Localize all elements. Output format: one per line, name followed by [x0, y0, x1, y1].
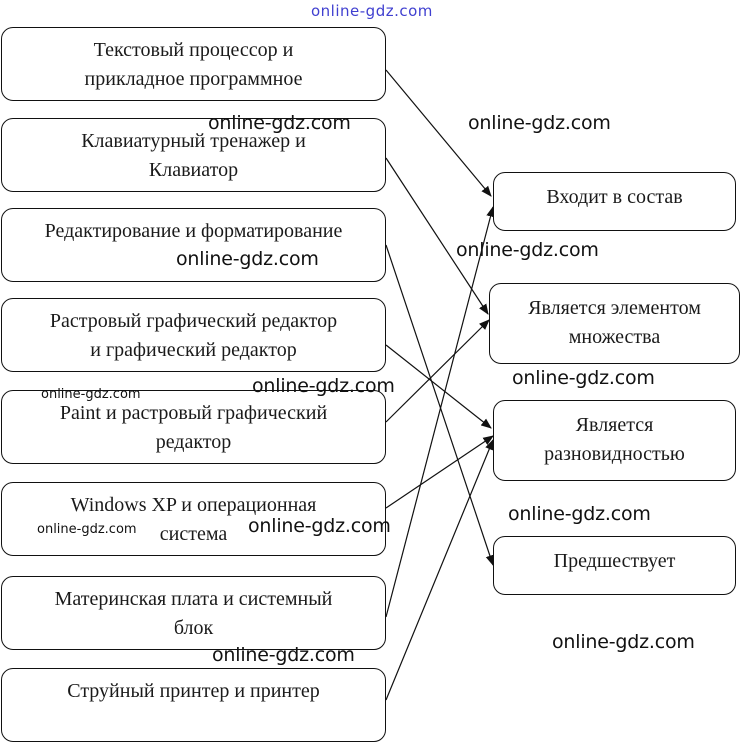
watermark: online-gdz.com	[468, 112, 611, 134]
item-line: Растровый графический редактор	[49, 310, 338, 332]
item-line: Windows XP и операционная	[70, 494, 317, 516]
watermark: online-gdz.com	[512, 367, 655, 389]
item-line: система	[159, 523, 228, 545]
item-line: Клавиатурный тренажер и	[81, 130, 306, 152]
item-line: Paint и растровый графический	[59, 402, 328, 424]
watermark: online-gdz.com	[252, 375, 395, 397]
item-line: прикладное программное	[84, 68, 303, 90]
item-line: Редактирование и форматирование	[44, 220, 343, 242]
left-item-editing-formatting: Редактирование и форматирование	[1, 208, 386, 282]
item-line: множества	[568, 326, 661, 348]
left-item-motherboard: Материнская плата и системный блок	[1, 576, 386, 650]
left-item-text-processor: Текстовый процессор и прикладное программ…	[1, 27, 386, 101]
left-item-keyboard-trainer: Клавиатурный тренажер и Клавиатор	[1, 118, 386, 192]
left-item-raster-editor: Растровый графический редактор и графичес…	[1, 298, 386, 372]
watermark: online-gdz.com	[41, 387, 141, 402]
item-line: Предшествует	[553, 550, 676, 572]
watermark: online-gdz.com	[552, 631, 695, 653]
connection-arrow-L2-R2	[385, 157, 489, 315]
watermark: online-gdz.com	[248, 515, 391, 537]
watermark: online-gdz.com	[37, 522, 137, 537]
connection-arrow-L3-R4	[385, 244, 495, 567]
connection-arrow-L8-R3	[385, 439, 494, 701]
item-line: Является	[575, 414, 654, 436]
connection-arrow-L5-R2	[385, 319, 490, 423]
left-item-inkjet-printer: Струйный принтер и принтер	[1, 668, 386, 742]
right-item-element-of-set: Является элементом множества	[489, 283, 740, 364]
right-item-kind-of: Является разновидностью	[493, 400, 736, 481]
connection-arrow-L6-R3	[385, 435, 494, 509]
watermark: online-gdz.com	[176, 248, 319, 270]
item-line: Струйный принтер и принтер	[67, 680, 320, 702]
watermark: online-gdz.com	[508, 503, 651, 525]
watermark-top: online-gdz.com	[311, 2, 433, 20]
watermark: online-gdz.com	[456, 239, 599, 261]
connection-arrow-L4-R3	[385, 344, 492, 429]
item-line: редактор	[155, 431, 232, 453]
item-line: и графический редактор	[90, 339, 297, 361]
watermark: online-gdz.com	[208, 112, 351, 134]
left-item-paint: Paint и растровый графический редактор	[1, 390, 386, 464]
item-line: разновидностью	[544, 443, 685, 465]
left-item-windows-xp: Windows XP и операционная система	[1, 482, 386, 556]
item-line: Текстовый процессор и	[93, 39, 294, 61]
connection-arrow-L7-R1	[385, 205, 495, 618]
item-line: блок	[173, 617, 214, 639]
item-line: Входит в состав	[546, 186, 683, 208]
item-line: Является элементом	[528, 297, 701, 319]
right-item-precedes: Предшествует	[493, 536, 736, 595]
right-item-part-of: Входит в состав	[493, 172, 736, 231]
item-line: Материнская плата и системный	[54, 588, 333, 610]
watermark: online-gdz.com	[212, 644, 355, 666]
item-line: Клавиатор	[148, 159, 239, 181]
